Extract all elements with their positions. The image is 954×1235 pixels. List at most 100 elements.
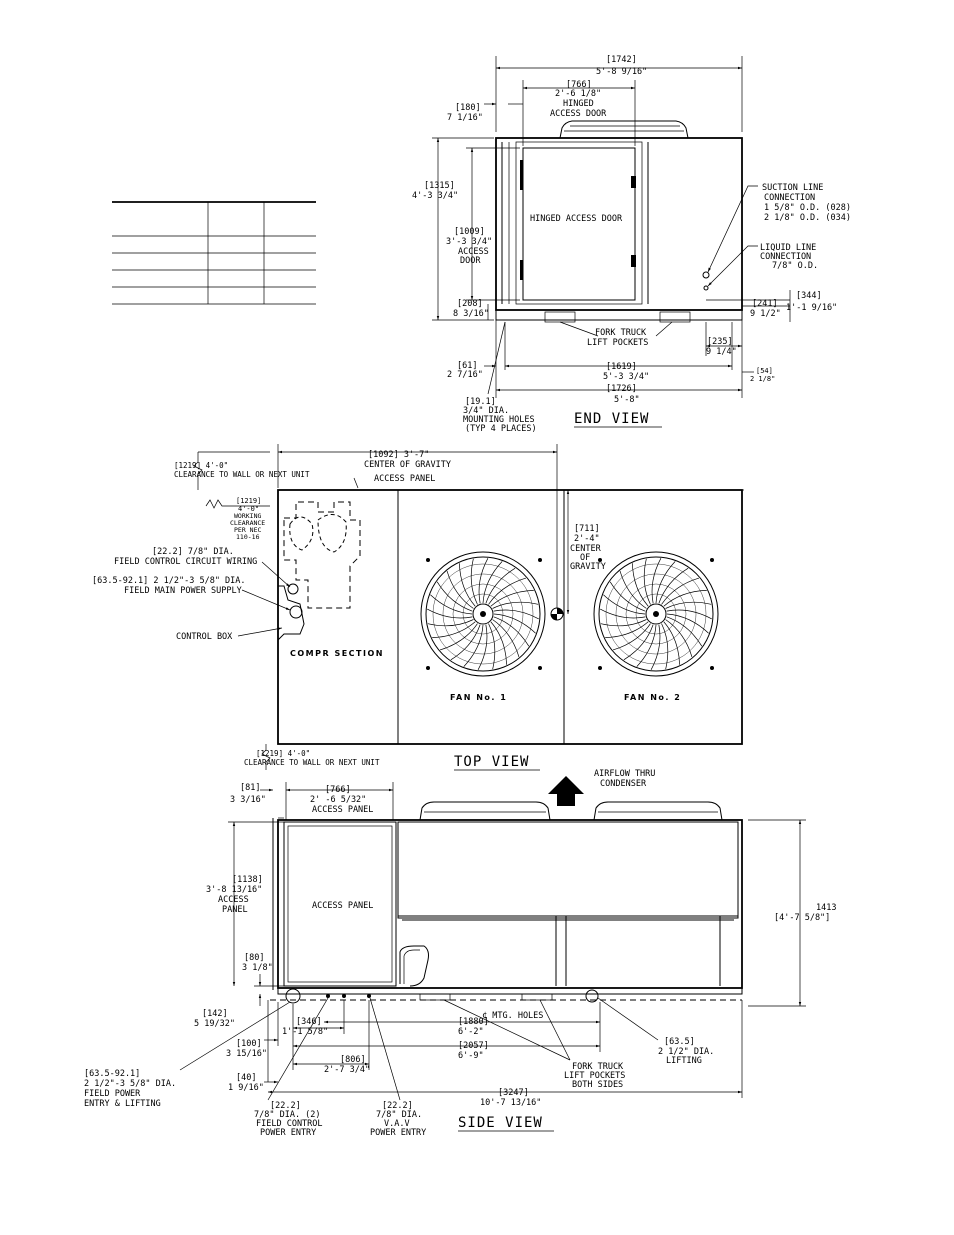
lifting-dim: [63.5] (664, 1037, 695, 1047)
compr-section-label: COMPR SECTION (290, 649, 384, 658)
dim-100: [100] (236, 1039, 262, 1049)
hinged-access-door-label: HINGED ACCESS DOOR (530, 214, 623, 224)
dim-1880-imp: 6'-2" (458, 1027, 484, 1037)
clearance-bottom-label: CLEARANCE TO WALL OR NEXT UNIT (244, 758, 380, 767)
fork-truck-label: FORK TRUCK (595, 328, 647, 338)
dim-1726: [1726] (606, 384, 637, 394)
dim-766: [766] (566, 80, 592, 90)
nec-code-label: 110-16 (236, 533, 260, 541)
per-nec-label: PER NEC (234, 526, 261, 534)
clearance-bottom-dim: [1219] 4'-0" (256, 749, 310, 758)
dim-142: [142] (202, 1009, 228, 1019)
dim-1315-imp: 4'-3 3/4" (412, 191, 458, 201)
dim-61: [61] (457, 361, 477, 371)
end-view-labels: [1742] 5'-8 9/16" [766] 2'-6 1/8" HINGED… (412, 55, 851, 434)
vav-label: V.A.V (384, 1119, 410, 1129)
dim-344-imp: 1'-1 9/16" (786, 303, 837, 313)
lifting-label: LIFTING (666, 1056, 702, 1066)
entry-lifting-label: ENTRY & LIFTING (84, 1099, 161, 1109)
field-control-dia: 7/8" DIA. (2) (254, 1110, 321, 1120)
end-view-title: END VIEW (574, 411, 649, 427)
field-control-dim: [22.2] (270, 1101, 301, 1111)
cog-vertical-imp: 2'-4" (574, 534, 600, 544)
cog-horizontal-dim: [1092] 3'-7" (368, 450, 429, 460)
suction-028: 1 5/8" O.D. (028) (764, 203, 851, 213)
fan-2-label: FAN No. 2 (624, 693, 681, 702)
working-dim: [1219] (236, 497, 261, 505)
wiring-dim: [22.2] 7/8" DIA. (152, 547, 234, 557)
access-panel-inner-label: ACCESS PANEL (312, 901, 373, 911)
dim-241: [241] (752, 299, 778, 309)
field-power-dia: 2 1/2"-3 5/8" DIA. (84, 1079, 176, 1089)
top-view (193, 444, 744, 770)
liquid-line-label: LIQUID LINE (760, 243, 816, 253)
dim-100-imp: 3 15/16" (226, 1049, 267, 1059)
dim-344: [344] (796, 291, 822, 301)
dim-208: [208] (457, 299, 483, 309)
holes-dia: 3/4" DIA. (463, 406, 509, 416)
dim-1009: [1009] (454, 227, 485, 237)
dim-180-imp: 7 1/16" (447, 113, 483, 123)
side-view (179, 776, 806, 1101)
lift-pockets-side-label: LIFT POCKETS (564, 1071, 625, 1081)
vav-entry: POWER ENTRY (370, 1128, 426, 1138)
cog-of-label: OF (580, 553, 590, 563)
dim-61-imp: 2 7/16" (447, 370, 483, 380)
dim-241-imp: 9 1/2" (750, 309, 781, 319)
working-label: WORKING (234, 512, 261, 520)
dim-1315: [1315] (424, 181, 455, 191)
power-label: FIELD MAIN POWER SUPPLY (124, 586, 242, 596)
dim-346: [346] (296, 1017, 322, 1027)
liquid-connection: CONNECTION (760, 252, 811, 262)
condenser-label: CONDENSER (600, 779, 647, 789)
cog-gravity-label: GRAVITY (570, 562, 606, 572)
dim-80-imp: 3 1/8" (242, 963, 273, 973)
field-control-label: FIELD CONTROL (256, 1119, 323, 1129)
dim-1742: [1742] (606, 55, 637, 65)
top-view-labels: [1219] 4'-0" CLEARANCE TO WALL OR NEXT U… (92, 450, 681, 771)
side-view-title: SIDE VIEW (458, 1115, 543, 1131)
dim-1138: [1138] (232, 875, 263, 885)
hinged-label: HINGED (563, 99, 594, 109)
dim-806: [806] (340, 1055, 366, 1065)
cog-vertical-dim: [711] (574, 524, 600, 534)
dim-235: [235] (707, 337, 733, 347)
suction-connection: CONNECTION (764, 193, 815, 203)
control-box-label: CONTROL BOX (176, 632, 233, 642)
working-imp: 4'-0" (238, 505, 259, 513)
clearance-label: CLEARANCE (230, 519, 265, 527)
cog-horizontal-label: CENTER OF GRAVITY (364, 460, 451, 470)
lifting-dia: 2 1/2" DIA. (658, 1047, 714, 1057)
dim-81-imp: 3 3/16" (230, 795, 266, 805)
top-view-title: TOP VIEW (454, 754, 529, 770)
mounting-holes-label: MOUNTING HOLES (463, 415, 535, 425)
dim-3247: [3247] (498, 1088, 529, 1098)
mtg-holes-label: ¢ MTG. HOLES (482, 1011, 543, 1021)
vav-dia: 7/8" DIA. (376, 1110, 422, 1120)
access-label: ACCESS (458, 247, 489, 257)
dim-54-imp: 2 1/8" (750, 375, 775, 383)
dim-81: [81] (240, 783, 260, 793)
liquid-od: 7/8" O.D. (772, 261, 818, 271)
both-sides-label: BOTH SIDES (572, 1080, 623, 1090)
dim-208-imp: 8 3/16" (453, 309, 489, 319)
clearance-top-dim: [1219] 4'-0" (174, 461, 228, 470)
lift-pockets-label: LIFT POCKETS (587, 338, 648, 348)
dim-1619: [1619] (606, 362, 637, 372)
dim-346-imp: 1'-1 5/8" (282, 1027, 328, 1037)
dim-806-imp: 2'-7 3/4" (324, 1065, 370, 1075)
dim-1009-imp: 3'-3 3/4" (446, 237, 492, 247)
dim-766-side-imp: 2' -6 5/32" (310, 795, 366, 805)
height-1413: 1413 (816, 903, 836, 913)
access-panel-label: ACCESS PANEL (374, 474, 435, 484)
access-panel-dim-label: ACCESS PANEL (312, 805, 373, 815)
access-door-label: ACCESS DOOR (550, 109, 607, 119)
dim-1138-imp: 3'-8 13/16" (206, 885, 262, 895)
suction-line-label: SUCTION LINE (762, 183, 823, 193)
fork-truck-side-label: FORK TRUCK (572, 1062, 624, 1072)
vav-dim: [22.2] (382, 1101, 413, 1111)
dim-766-imp: 2'-6 1/8" (555, 89, 601, 99)
door-label: DOOR (460, 256, 481, 266)
dim-40-imp: 1 9/16" (228, 1083, 264, 1093)
